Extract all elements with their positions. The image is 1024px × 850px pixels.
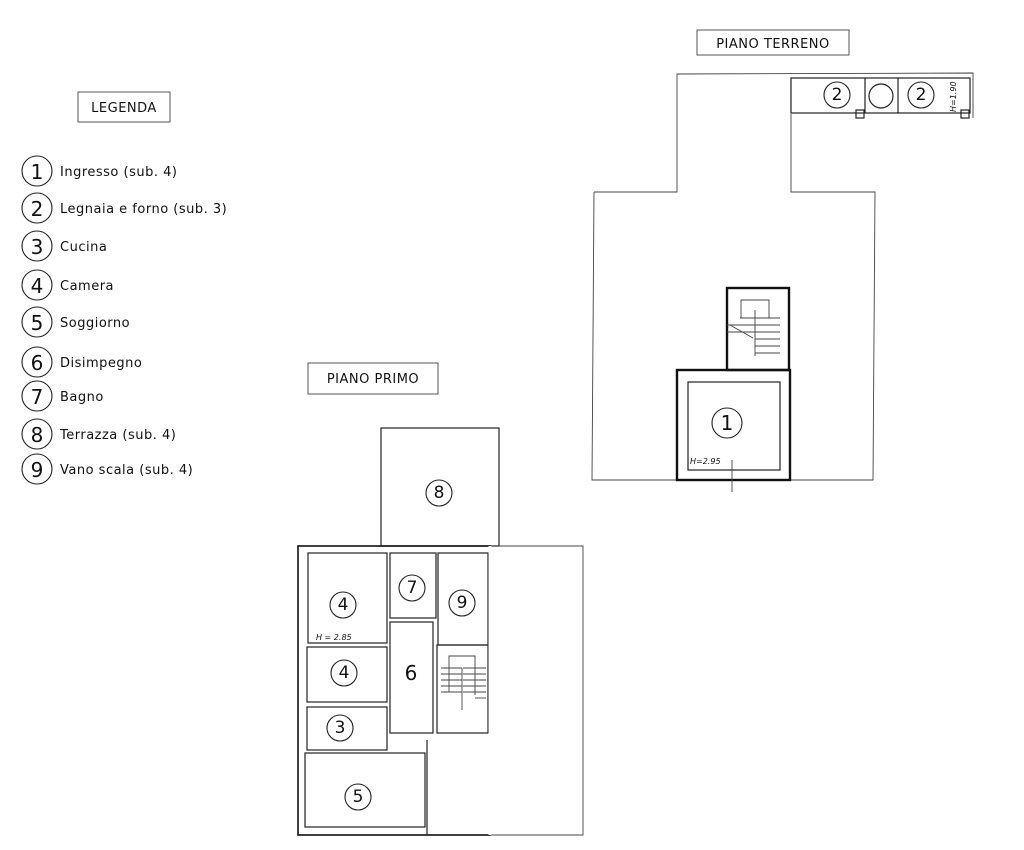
legend-item: 3 Cucina [21,230,107,262]
legend-number: 9 [31,458,44,482]
legend-number-circle [21,453,53,485]
room-number-6: 6 [405,661,418,685]
legend-item: 4 Camera [21,269,114,301]
legend-item: 6 Disimpegno [21,346,142,378]
first-floor-plan: PIANO PRIMO 8 4 4 3 5 7 9 6 H = 2.85 [297,362,584,836]
legend-item: 1 Ingresso (sub. 4) [21,155,177,187]
lot-outline-top [594,72,974,193]
room-number-circle [329,591,357,619]
legend-item: 8 Terrazza (sub. 4) [21,418,176,450]
legnaia-strip [790,77,971,114]
legend-number: 3 [31,235,44,259]
legend-number: 6 [31,351,44,375]
ground-floor-title-box [696,29,850,56]
legend-number: 5 [31,311,44,335]
legend-label: Legnaia e forno (sub. 3) [60,202,227,217]
room-number: 5 [353,787,364,807]
legend-number-circle [21,230,53,262]
first-floor-title: PIANO PRIMO [327,372,419,387]
room-number-circle [425,479,453,507]
legend-label: Vano scala (sub. 4) [60,463,193,478]
room-number: 8 [434,483,445,503]
legend-number: 4 [31,274,44,298]
legend-number-circle [21,155,53,187]
legnaia-height: H=1.90 [949,81,958,112]
legend-number: 8 [31,423,44,447]
legend-label: Terrazza (sub. 4) [59,428,176,443]
legend: LEGENDA 1 Ingresso (sub. 4) 2 Legnaia e for… [21,91,227,485]
legend-item: 9 Vano scala (sub. 4) [21,453,193,485]
oven-shape [868,83,894,109]
stair-box [725,286,791,372]
ground-floor-plan: PIANO TERRENO 2 2 H=1.90 1 H=2.95 [591,29,974,492]
stairs [727,299,780,356]
legend-label: Soggiorno [60,316,130,331]
room-number: 4 [338,595,349,615]
room-number: 9 [457,593,468,613]
first-floor-height: H = 2.85 [316,633,352,642]
room-number-circle [344,783,372,811]
legend-label: Bagno [60,390,104,405]
legend-number: 2 [31,197,44,221]
room-number-circle [326,714,354,742]
legend-label: Disimpegno [60,356,142,371]
legend-label: Cucina [60,240,107,255]
stairs [441,655,486,710]
room-number: 4 [339,663,350,683]
room-number: 7 [407,578,418,598]
room-number: 2 [832,85,843,105]
ground-floor-title: PIANO TERRENO [716,37,830,52]
legend-number-circle [21,306,53,338]
room-number-circle [330,659,358,687]
legend-number-circle [21,192,53,224]
room-number: 1 [721,411,734,435]
legend-item: 5 Soggiorno [21,306,130,338]
first-floor-title-box [307,362,439,395]
legend-title-box [77,91,171,123]
legend-title: LEGENDA [91,101,157,116]
ground-floor-height: H=2.95 [690,457,721,466]
room-number-circle [448,589,476,617]
room-number-circle [398,574,426,602]
legend-number-circle [21,380,53,412]
legend-number-circle [21,346,53,378]
legend-number: 1 [31,160,44,184]
apartment-outline [297,545,491,836]
legend-number: 7 [31,385,44,409]
legend-number-circle [21,269,53,301]
legend-item: 7 Bagno [21,380,104,412]
room-number: 2 [916,85,927,105]
lot-outline [298,545,584,836]
legend-item: 2 Legnaia e forno (sub. 3) [21,192,227,224]
lot-outline-bottom [591,114,876,481]
legend-label: Camera [60,279,114,294]
legend-label: Ingresso (sub. 4) [60,165,177,180]
room-number: 3 [335,718,346,738]
legend-number-circle [21,418,53,450]
